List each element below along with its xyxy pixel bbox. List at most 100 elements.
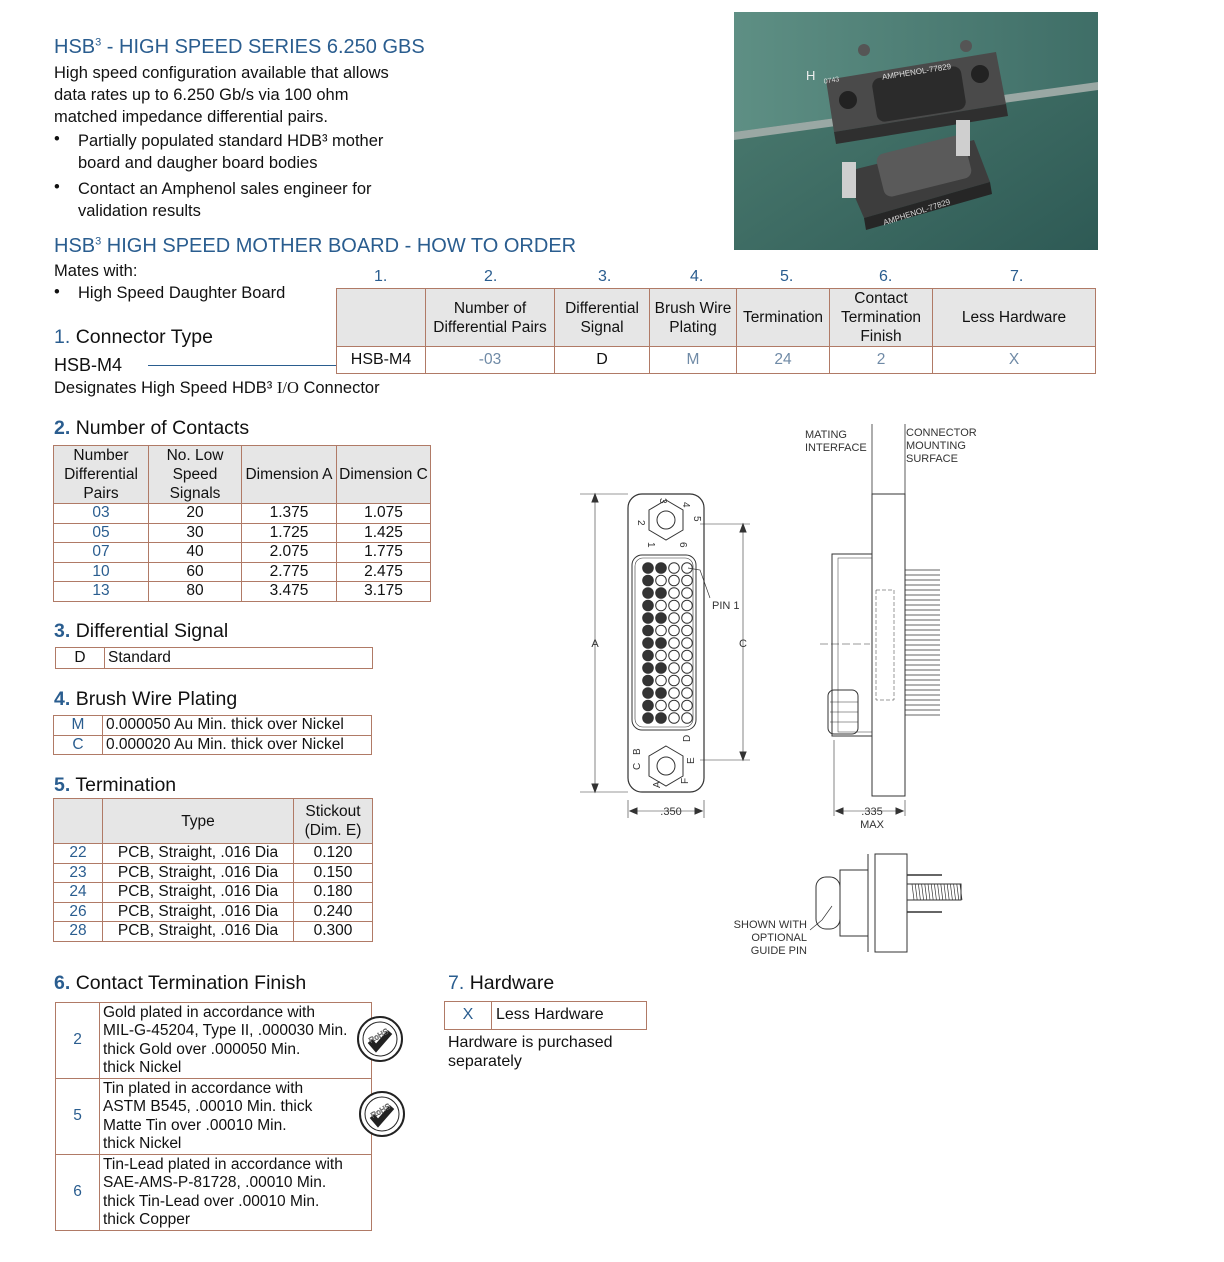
connector-photo: AMPHENOL-77829 0743 AMPHENOL-77829 H <box>734 12 1098 250</box>
table-cell: 13 <box>53 581 149 602</box>
contact-pin <box>668 662 680 674</box>
contact-pin <box>655 674 667 687</box>
svg-text:MOUNTING: MOUNTING <box>906 440 966 452</box>
contact-pin <box>642 562 654 574</box>
table-cell: C <box>53 734 103 755</box>
contact-pin <box>668 649 680 662</box>
thread-line <box>918 883 921 901</box>
svg-text:4: 4 <box>680 502 691 508</box>
order-value: M <box>649 346 737 374</box>
svg-text:1: 1 <box>645 542 656 548</box>
contact-pin <box>668 574 680 587</box>
dim-a-label: A <box>591 638 599 650</box>
connector-desc: Designates High Speed HDB³ I/O Connector <box>54 378 380 397</box>
svg-text:3: 3 <box>657 498 668 504</box>
rohs-badge-icon: RoHS <box>356 1015 404 1063</box>
table-cell: 1.775 <box>336 542 431 563</box>
contact-pin <box>642 587 654 599</box>
table-cell: M <box>53 715 103 736</box>
svg-text:2: 2 <box>635 520 646 526</box>
bullet-dot: • <box>54 283 60 301</box>
order-value: 24 <box>736 346 830 374</box>
order-header: Less Hardware <box>932 288 1096 347</box>
contact-pin <box>642 612 654 624</box>
contact-pin <box>681 599 693 612</box>
contact-pin <box>681 674 693 687</box>
table-cell: 80 <box>148 581 242 602</box>
table-cell: 1.725 <box>241 522 337 543</box>
thread-line <box>956 883 960 901</box>
table-cell: PCB, Straight, .016 Dia <box>102 882 294 903</box>
order-header: Differential Signal <box>554 288 650 347</box>
contact-pin <box>642 674 654 687</box>
contact-pin <box>655 624 667 637</box>
contact-pin <box>655 637 667 649</box>
contacts-header: Number Differential Pairs <box>53 445 149 504</box>
contact-pin <box>642 574 654 587</box>
dim-335-label: .335 <box>861 806 882 818</box>
contact-pin <box>681 649 693 662</box>
intro-title: HSB3 - HIGH SPEED SERIES 6.250 GBS <box>54 36 425 58</box>
table-cell: 0.000020 Au Min. thick over Nickel <box>102 734 372 755</box>
dim-350-label: .350 <box>660 806 681 818</box>
contact-pin <box>642 699 654 712</box>
thread-line <box>940 883 944 901</box>
table-cell: 03 <box>53 503 149 524</box>
mates-item: High Speed Daughter Board <box>78 284 286 302</box>
thread-line <box>953 883 956 901</box>
contact-pin <box>668 599 680 612</box>
table-cell: 0.300 <box>293 921 373 942</box>
table-cell: 05 <box>53 522 149 543</box>
contact-pin <box>668 687 680 699</box>
contact-pin <box>655 574 667 587</box>
svg-text:SURFACE: SURFACE <box>906 453 958 465</box>
contact-pin <box>655 599 667 612</box>
table-cell: 0.000050 Au Min. thick over Nickel <box>102 715 372 736</box>
connector-code: HSB-M4 <box>54 355 123 375</box>
table-cell: 0.180 <box>293 882 373 903</box>
photo-label-h: H <box>806 68 816 83</box>
order-header: Brush Wire Plating <box>649 288 737 347</box>
svg-text:C: C <box>632 763 643 770</box>
rohs-badge-icon: RoHS <box>358 1090 406 1138</box>
section-hardware: 7. Hardware <box>448 972 555 994</box>
svg-text:5: 5 <box>691 516 702 522</box>
contact-pin <box>655 587 667 599</box>
table-cell: 0.120 <box>293 843 373 864</box>
order-header: Number of Differential Pairs <box>425 288 555 347</box>
thread-line <box>937 883 940 901</box>
order-table: Number of Differential Pairs Differentia… <box>336 288 1096 374</box>
svg-text:INTERFACE: INTERFACE <box>805 442 867 454</box>
contact-pin <box>642 687 654 699</box>
table-cell: 07 <box>53 542 149 563</box>
svg-text:SHOWN WITH: SHOWN WITH <box>734 919 807 931</box>
thread-line <box>950 883 953 901</box>
contact-pin <box>655 649 667 662</box>
section-diff-signal: 3. Differential Signal <box>54 620 229 642</box>
table-cell: 3.475 <box>241 581 337 602</box>
contact-pin <box>655 662 667 674</box>
contact-pin <box>681 712 693 724</box>
contact-pin <box>668 699 680 712</box>
order-value: X <box>932 346 1096 374</box>
table-cell: 1.425 <box>336 522 431 543</box>
section-connector-type: 1. Connector Type <box>54 326 213 348</box>
thread-lines <box>911 883 963 901</box>
table-cell: 6 <box>55 1154 100 1231</box>
contact-pin <box>668 612 680 624</box>
table-cell: 0.150 <box>293 862 373 883</box>
thread-line <box>943 883 947 901</box>
bullet-dot: • <box>54 178 60 196</box>
svg-text:GUIDE PIN: GUIDE PIN <box>751 945 807 957</box>
contact-pin <box>655 699 667 712</box>
thread-line <box>946 883 950 901</box>
pin1-label: PIN 1 <box>712 600 740 612</box>
thread-line <box>930 883 934 901</box>
termination-header: Type <box>102 798 294 844</box>
section-plating: 4. Brush Wire Plating <box>54 688 238 710</box>
intro-bullet-1: Partially populated standard HDB³ mother… <box>78 132 384 172</box>
